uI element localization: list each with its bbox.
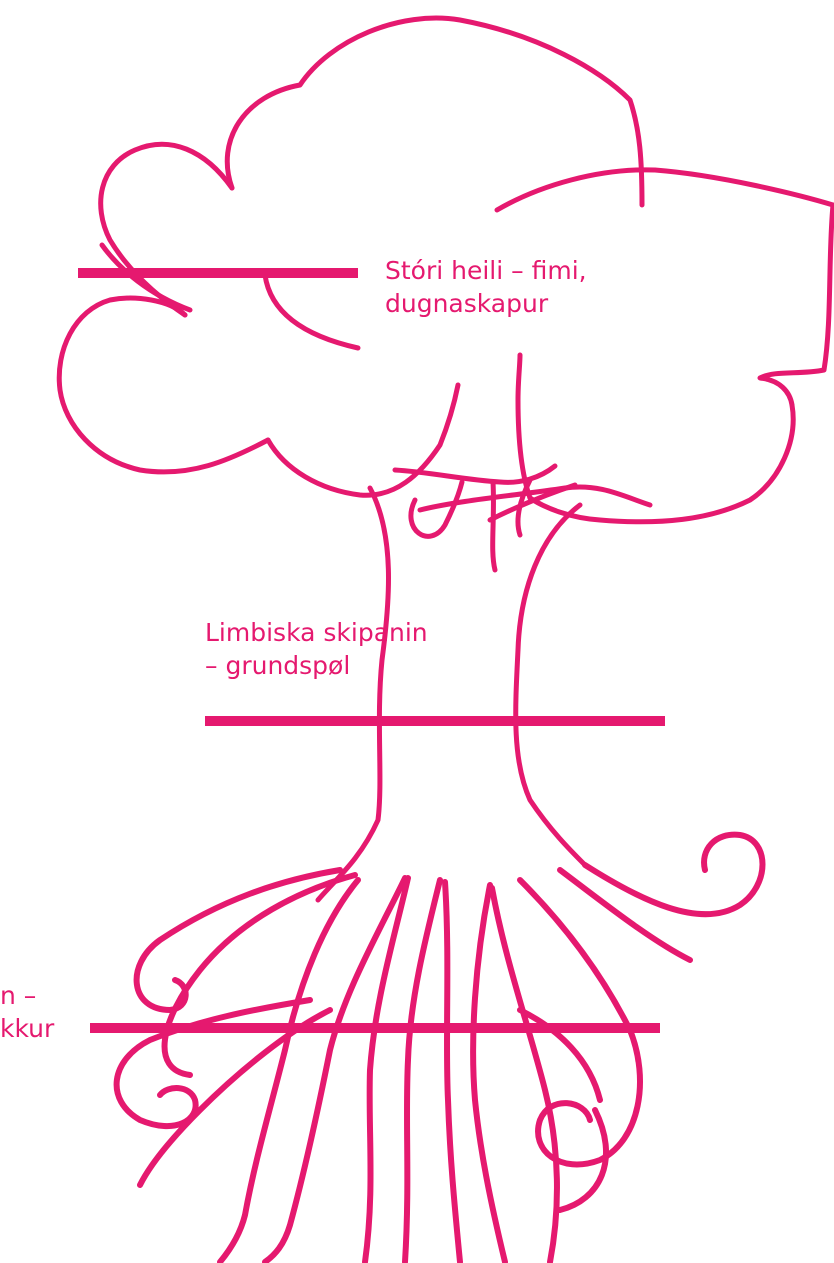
tree-roots [117, 835, 763, 1262]
tree-trunk [318, 480, 585, 900]
label-limbic-system: Limbiska skipanin – grundspøl [205, 616, 428, 682]
level-line-middle [205, 716, 665, 726]
label-brainstem-cut: n – kkur [0, 979, 54, 1045]
label-cerebrum: Stóri heili – fimi, dugnaskapur [385, 254, 587, 320]
level-line-bottom [90, 1023, 660, 1033]
level-line-top [78, 268, 358, 278]
